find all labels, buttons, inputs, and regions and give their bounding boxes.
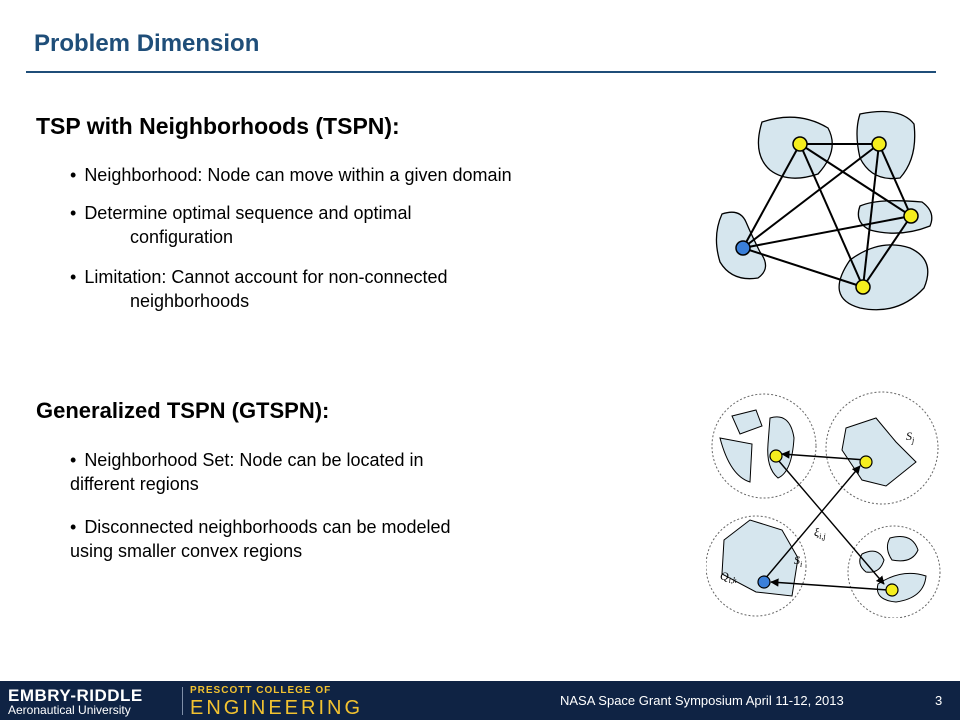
- tspn-graph-figure: [715, 110, 933, 311]
- node-yellow: [792, 136, 808, 152]
- convex-region: [719, 437, 753, 483]
- node-yellow: [885, 583, 899, 597]
- convex-region: [731, 409, 763, 435]
- gtspn-graph-figure: Sj Si ξi,j Qi,k: [706, 391, 941, 618]
- convex-region: [876, 572, 927, 603]
- logo-divider: [182, 687, 183, 715]
- bullet-text: Determine optimal sequence and optimal: [84, 203, 412, 223]
- bullet-text: Neighborhood Set: Node can be located in: [84, 450, 424, 470]
- node-blue: [735, 240, 751, 256]
- bullet-dot: •: [70, 517, 77, 537]
- bullet-dot: •: [70, 165, 77, 185]
- footer-bar: EMBRY-RIDDLE Aeronautical University PRE…: [0, 681, 960, 720]
- bullet-dot: •: [70, 203, 77, 223]
- bullet-text-continued: different regions: [70, 474, 199, 494]
- title-divider: [26, 71, 936, 73]
- bullet-limitation: • Limitation: Cannot account for non-conn…: [70, 265, 590, 313]
- convex-region: [859, 550, 885, 573]
- neighborhood-set-boundary: [706, 515, 807, 617]
- node-yellow: [903, 208, 919, 224]
- label-s-j: Sj: [906, 429, 915, 445]
- logo-embry-riddle: EMBRY-RIDDLE: [8, 686, 143, 705]
- bullet-dot: •: [70, 267, 77, 287]
- footer-event: NASA Space Grant Symposium April 11-12, …: [560, 693, 844, 708]
- node-blue: [757, 575, 771, 589]
- gtspn-heading: Generalized TSPN (GTSPN):: [36, 398, 330, 423]
- slide-title: Problem Dimension: [34, 30, 260, 57]
- bullet-text: Limitation: Cannot account for non-conne…: [84, 267, 448, 287]
- bullet-dot: •: [70, 450, 77, 470]
- bullet-text-continued: neighborhoods: [130, 291, 250, 311]
- neighborhood-region: [838, 244, 929, 311]
- logo-aeronautical: Aeronautical University: [8, 703, 131, 717]
- bullet-disconnected: • Disconnected neighborhoods can be model…: [70, 515, 590, 563]
- convex-region: [767, 416, 795, 479]
- label-s-i: Si: [794, 553, 802, 569]
- convex-region: [841, 417, 917, 487]
- convex-region: [886, 536, 919, 562]
- neighborhood-set-boundary: [825, 391, 939, 505]
- convex-region: [721, 519, 799, 597]
- page-number: 3: [935, 693, 943, 708]
- neighborhood-set-boundary: [711, 393, 817, 499]
- bullet-text: Neighborhood: Node can move within a giv…: [84, 165, 512, 185]
- logo-engineering: ENGINEERING: [190, 697, 364, 719]
- label-q: Qi,k: [720, 569, 737, 585]
- neighborhood-set-boundary: [847, 525, 941, 618]
- node-yellow: [855, 279, 871, 295]
- tspn-heading: TSP with Neighborhoods (TSPN):: [36, 113, 400, 139]
- node-yellow: [859, 455, 873, 469]
- bullet-text-continued: configuration: [130, 227, 234, 247]
- bullet-determine: •Determine optimal sequence and optimal …: [70, 201, 550, 249]
- label-xi: ξi,j: [814, 525, 826, 541]
- node-yellow: [871, 136, 887, 152]
- bullet-text: Disconnected neighborhoods can be modele…: [84, 517, 451, 537]
- bullet-neighborhood: • Neighborhood: Node can move within a gi…: [70, 163, 512, 187]
- node-yellow: [769, 449, 783, 463]
- bullet-text-continued: using smaller convex regions: [70, 541, 303, 561]
- logo-college: PRESCOTT COLLEGE OF: [190, 685, 332, 696]
- bullet-neighborhood-set: • Neighborhood Set: Node can be located i…: [70, 448, 580, 496]
